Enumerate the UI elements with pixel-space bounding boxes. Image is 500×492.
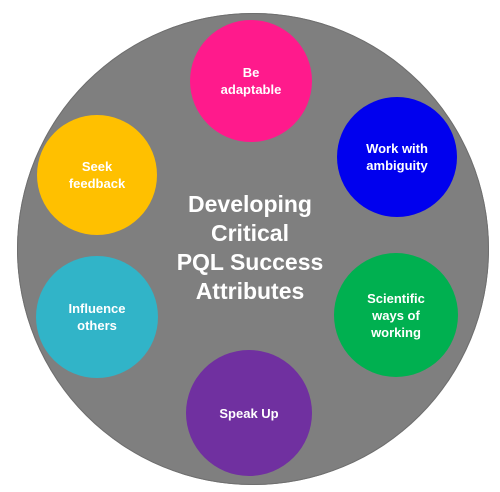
node-label: Work with ambiguity	[366, 140, 428, 174]
node-label: Scientific ways of working	[367, 290, 425, 341]
node-label-line: Be	[242, 65, 260, 80]
node-label-line: ways of	[372, 307, 420, 323]
node-label-line: Speak Up	[219, 405, 279, 421]
node-seek-feedback: Seek feedback	[37, 115, 157, 235]
node-work-with-ambiguity: Work with ambiguity	[337, 97, 457, 217]
node-label: Speak Up	[219, 405, 278, 422]
node-label-line: working	[371, 324, 421, 340]
center-title-line: PQL Success	[176, 249, 324, 275]
center-title-line: Attributes	[195, 278, 305, 304]
node-influence-others: Influence others	[36, 256, 158, 378]
node-label-line: Work with	[366, 141, 428, 156]
node-label-line: Seek	[81, 159, 113, 174]
node-label-line: adaptable	[220, 82, 282, 97]
node-label: Influence others	[68, 300, 125, 334]
node-label-line: Scientific	[367, 290, 425, 306]
node-label-line: ambiguity	[366, 158, 428, 173]
node-label-line: Influence	[68, 301, 126, 316]
node-label-line: others	[77, 318, 117, 333]
node-be-adaptable: Be adaptable	[190, 20, 312, 142]
node-label: Be adaptable	[221, 64, 282, 98]
center-title-line: Critical	[211, 220, 289, 246]
center-title: Developing Critical PQL Success Attribut…	[150, 190, 350, 306]
node-speak-up: Speak Up	[186, 350, 312, 476]
node-scientific-ways-of-working: Scientific ways of working	[334, 253, 458, 377]
node-label-line: feedback	[68, 176, 126, 191]
center-title-line: Developing	[188, 191, 312, 217]
node-label: Seek feedback	[69, 158, 125, 192]
